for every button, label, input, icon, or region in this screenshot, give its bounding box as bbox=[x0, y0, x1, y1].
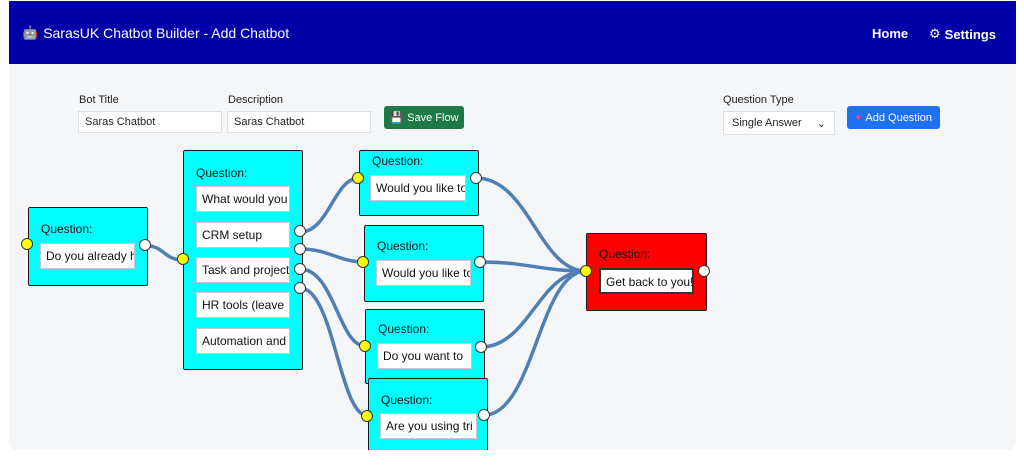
app-title: SarasUK Chatbot Builder - Add Chatbot bbox=[43, 25, 290, 41]
wire-2-6[interactable] bbox=[298, 286, 370, 418]
wire-6-7[interactable] bbox=[482, 269, 588, 417]
wire-4-7[interactable] bbox=[478, 260, 588, 273]
input-port[interactable] bbox=[359, 340, 371, 352]
question-node-5[interactable]: Question: Do you want to bbox=[365, 309, 485, 384]
answer-option[interactable]: Would you like to bbox=[370, 175, 466, 201]
plus-icon: + bbox=[854, 111, 862, 124]
question-node-4[interactable]: Question: Would you like to bbox=[364, 225, 484, 302]
question-type-select[interactable]: Single Answer ⌄ bbox=[723, 111, 835, 135]
answer-option[interactable]: Task and project bbox=[196, 257, 290, 283]
input-port[interactable] bbox=[361, 410, 373, 422]
flow-toolbar: Bot Title Description 💾 Save Flow Questi… bbox=[9, 64, 1016, 150]
question-type-label: Question Type bbox=[723, 94, 794, 106]
nav-settings-link[interactable]: ⚙ Settings bbox=[929, 26, 996, 42]
output-port[interactable] bbox=[470, 172, 482, 184]
wire-2-4[interactable] bbox=[298, 247, 366, 264]
answer-option[interactable]: What would you like bbox=[196, 186, 290, 212]
question-node-label: Question: bbox=[196, 166, 248, 180]
question-node-1[interactable]: Question: Do you already have bbox=[28, 207, 148, 286]
add-question-label: Add Question bbox=[865, 111, 933, 124]
wire-5-7[interactable] bbox=[479, 269, 588, 349]
answer-option[interactable]: HR tools (leave bbox=[196, 292, 290, 318]
output-port[interactable] bbox=[478, 409, 490, 421]
brand[interactable]: 🤖 SarasUK Chatbot Builder - Add Chatbot bbox=[22, 25, 289, 41]
wire-3-7[interactable] bbox=[474, 176, 588, 273]
question-node-3[interactable]: Question: Would you like to bbox=[359, 150, 479, 216]
question-node-label: Question: bbox=[381, 393, 433, 407]
question-node-6[interactable]: Question: Are you using tri bbox=[368, 378, 488, 450]
output-port[interactable] bbox=[294, 282, 306, 294]
output-port[interactable] bbox=[294, 225, 306, 237]
save-flow-button[interactable]: 💾 Save Flow bbox=[384, 106, 464, 129]
connection-wires bbox=[145, 176, 588, 418]
top-navbar: 🤖 SarasUK Chatbot Builder - Add Chatbot … bbox=[9, 1, 1016, 64]
input-port[interactable] bbox=[352, 172, 364, 184]
description-label: Description bbox=[228, 94, 284, 106]
nav-home-link[interactable]: Home bbox=[872, 26, 909, 41]
answer-option[interactable]: Do you already have bbox=[40, 243, 135, 269]
floppy-disk-icon: 💾 bbox=[389, 112, 404, 124]
output-port[interactable] bbox=[294, 243, 306, 255]
bot-title-label: Bot Title bbox=[79, 94, 119, 106]
input-port[interactable] bbox=[21, 238, 33, 250]
output-port[interactable] bbox=[294, 263, 306, 275]
add-question-button[interactable]: + Add Question bbox=[847, 106, 940, 129]
question-node-label: Question: bbox=[41, 222, 93, 236]
answer-option[interactable]: Do you want to bbox=[377, 343, 472, 369]
input-port[interactable] bbox=[177, 253, 189, 265]
robot-icon: 🤖 bbox=[22, 25, 39, 40]
answer-option[interactable]: CRM setup bbox=[196, 222, 290, 248]
gear-icon: ⚙ bbox=[929, 26, 941, 41]
save-flow-label: Save Flow bbox=[407, 111, 459, 124]
answer-option[interactable]: Are you using tri bbox=[380, 413, 477, 439]
answer-option[interactable]: Get back to you! bbox=[599, 268, 694, 294]
input-port[interactable] bbox=[580, 265, 592, 277]
output-port[interactable] bbox=[139, 239, 151, 251]
question-node-end[interactable]: Question: Get back to you! bbox=[586, 233, 707, 311]
question-node-label: Question: bbox=[378, 322, 430, 336]
question-node-label: Question: bbox=[599, 247, 651, 261]
wire-2-3[interactable] bbox=[298, 176, 361, 234]
question-type-value: Single Answer bbox=[732, 117, 802, 129]
output-port[interactable] bbox=[475, 341, 487, 353]
flow-canvas[interactable]: Question: Do you already have Question: … bbox=[9, 150, 1016, 450]
bot-title-input[interactable] bbox=[78, 111, 222, 133]
answer-option[interactable]: Would you like to bbox=[376, 260, 471, 286]
answer-option[interactable]: Automation and bbox=[196, 328, 290, 354]
question-node-label: Question: bbox=[377, 239, 429, 253]
output-port[interactable] bbox=[698, 265, 710, 277]
question-node-label: Question: bbox=[372, 154, 424, 168]
wire-2-5[interactable] bbox=[298, 267, 367, 348]
description-input[interactable] bbox=[227, 111, 371, 133]
nav-settings-label: Settings bbox=[944, 26, 996, 42]
chevron-down-icon: ⌄ bbox=[816, 117, 826, 130]
input-port[interactable] bbox=[357, 256, 369, 268]
output-port[interactable] bbox=[474, 256, 486, 268]
question-node-2[interactable]: Question: What would you like CRM setup … bbox=[183, 150, 303, 370]
